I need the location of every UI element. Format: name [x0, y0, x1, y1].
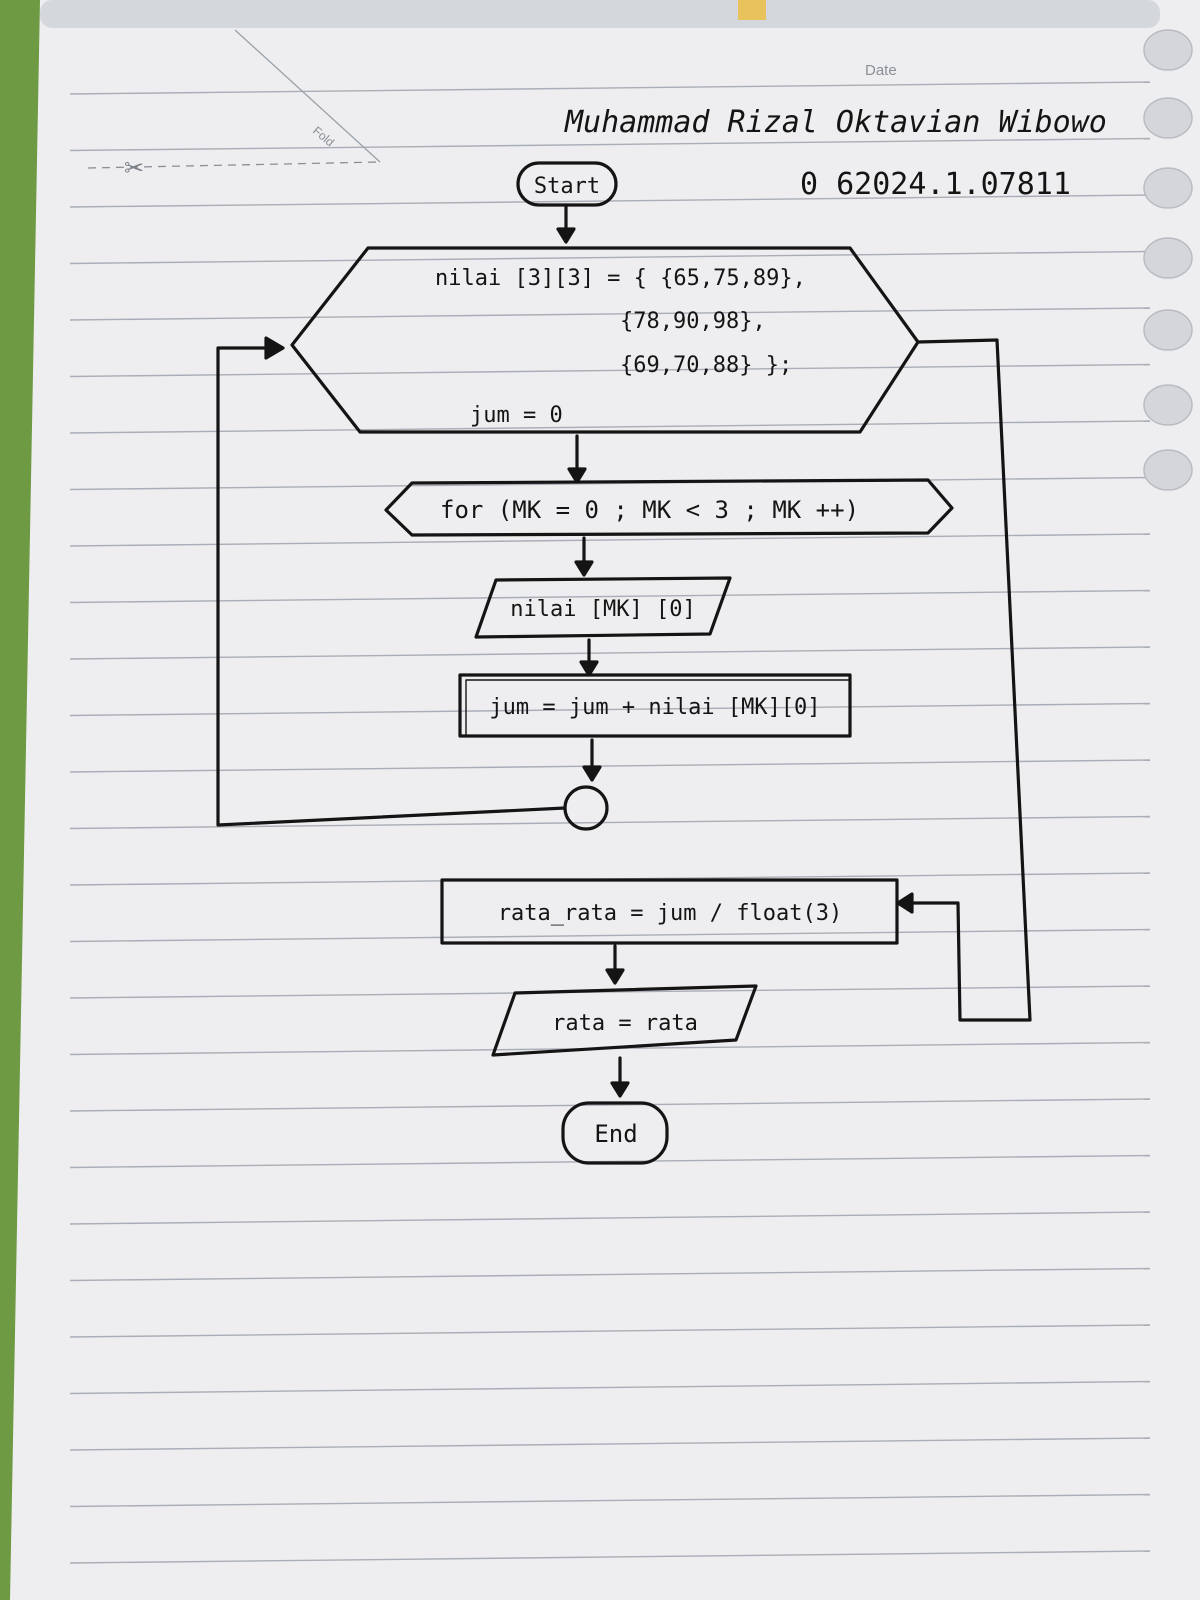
flowchart [216, 161, 1032, 1165]
ruled-line [69, 194, 1151, 208]
init-hexagon [290, 246, 920, 434]
flowchart-text: Start nilai [3][3] = { {65,75,89}, {78,9… [435, 174, 859, 1148]
ruled-line [69, 815, 1151, 830]
init-line-2: {78,90,98}, [620, 309, 766, 334]
init-line-1: nilai [3][3] = { {65,75,89}, [435, 266, 806, 291]
date-label: Date [865, 62, 897, 79]
ruled-line [69, 533, 1151, 547]
scissors-icon: ✂ [124, 154, 144, 182]
ruled-line [69, 759, 1151, 773]
input-parallelogram [474, 576, 732, 639]
ruled-line [69, 307, 1151, 321]
loop-hexagon [384, 478, 954, 537]
loop-exit-line [900, 338, 1032, 1022]
end-label: End [594, 1120, 637, 1148]
ruled-line [69, 1493, 1151, 1508]
arrow-input-process-head [579, 660, 599, 677]
pen-label [738, 0, 766, 20]
ruled-line [69, 1550, 1151, 1564]
arrow-process-connector-head [582, 765, 602, 782]
arrow-loop-input-head [574, 560, 594, 577]
ruled-lines [69, 81, 1151, 1564]
binding-hole [1143, 29, 1193, 71]
loop-back-arrowhead [264, 336, 285, 360]
output-label: rata = rata [552, 1011, 698, 1036]
arrow-start-init-head [556, 227, 576, 244]
ruled-line [69, 985, 1151, 999]
binding-hole [1143, 167, 1193, 209]
pen [40, 0, 1160, 28]
arrow-init-loop-head [567, 467, 587, 484]
ruled-line [69, 1437, 1151, 1451]
init-line-4: jum = 0 [470, 403, 563, 428]
student-id: 0 62024.1.07811 [800, 167, 1071, 202]
arrow-output-end-head [610, 1081, 630, 1098]
init-line-3: {69,70,88} }; [620, 353, 792, 378]
binding-hole [1143, 449, 1193, 491]
ruled-line [69, 928, 1151, 943]
output-parallelogram [491, 984, 758, 1057]
accumulate-label: jum = jum + nilai [MK][0] [489, 695, 820, 720]
ruled-line [69, 476, 1151, 491]
loop-label: for (MK = 0 ; MK < 3 ; MK ++) [440, 496, 859, 524]
ruled-line [69, 1267, 1151, 1282]
ruled-line [69, 420, 1151, 434]
loop-back-line [216, 346, 567, 827]
cut-line [87, 161, 381, 169]
ruled-line [69, 646, 1151, 660]
ruled-line [69, 250, 1151, 265]
end-terminator [561, 1101, 669, 1165]
accumulate-process-shadow [465, 679, 851, 737]
average-process [440, 878, 899, 945]
ruled-line [69, 137, 1151, 152]
ruled-line [69, 589, 1151, 604]
ruled-line [69, 1211, 1151, 1225]
ruled-line [69, 1380, 1151, 1395]
input-label: nilai [MK] [0] [510, 597, 695, 622]
average-label: rata_rata = jum / float(3) [498, 901, 842, 926]
binding-hole [1143, 384, 1193, 426]
ruled-line [69, 1098, 1151, 1112]
start-label: Start [534, 174, 600, 199]
loop-exit-arrowhead [896, 892, 914, 914]
binding-hole [1143, 237, 1193, 279]
ruled-line [69, 81, 1151, 95]
binding-hole [1143, 309, 1193, 351]
binding-holes [1143, 29, 1193, 491]
ruled-line [69, 1324, 1151, 1338]
fold-line [234, 29, 381, 163]
author-name: Muhammad Rizal Oktavian Wibowo [564, 105, 1107, 140]
ruled-line [69, 702, 1151, 717]
ruled-line [69, 363, 1151, 378]
binding-hole [1143, 97, 1193, 139]
arrow-average-output-head [605, 968, 625, 985]
